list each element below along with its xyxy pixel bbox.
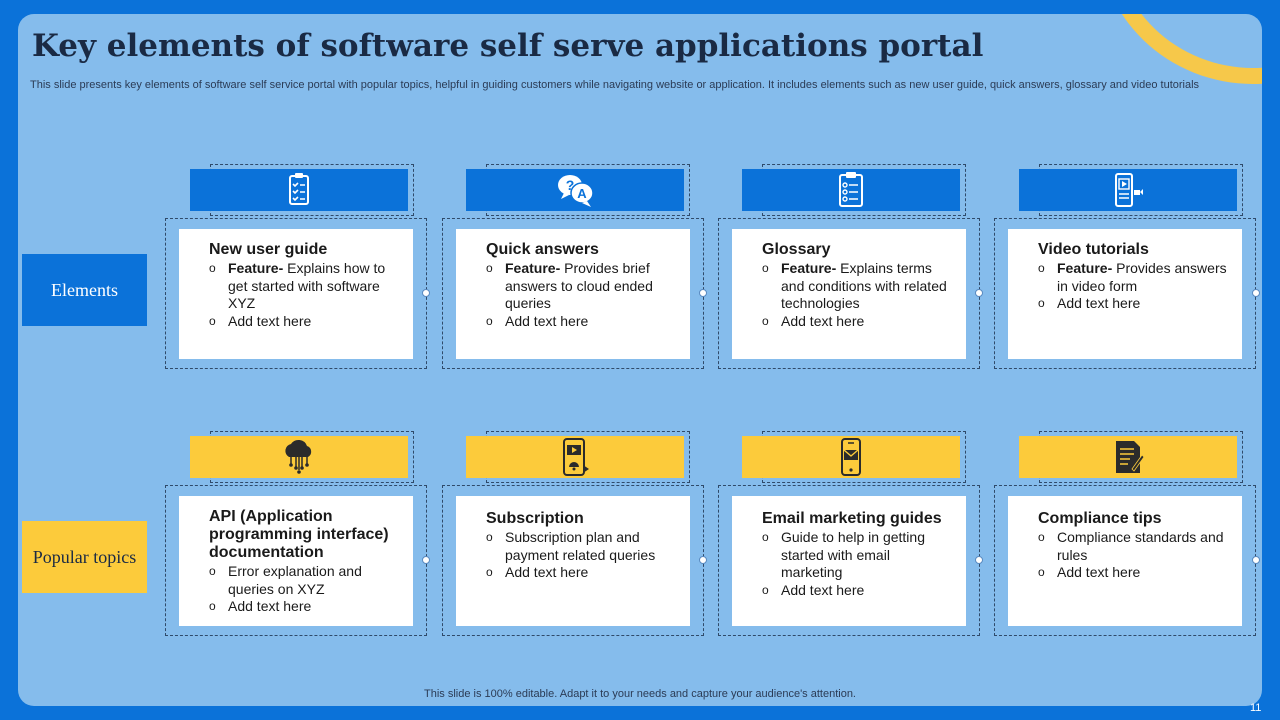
connector-dot	[1252, 556, 1260, 564]
list-item: Subscription plan and payment related qu…	[486, 529, 676, 564]
clipboard-icon	[839, 172, 863, 207]
list-item: Add text here	[762, 582, 952, 600]
card-email-marketing-guides: Email marketing guides Guide to help in …	[732, 496, 966, 626]
list-item: Add text here	[486, 313, 676, 331]
card-title: Email marketing guides	[762, 510, 942, 527]
list-item: Add text here	[209, 598, 399, 616]
list-item: Feature- Explains how to get started wit…	[209, 260, 399, 313]
card-compliance-tips: Compliance tips Compliance standards and…	[1008, 496, 1242, 626]
icon-bar	[742, 169, 960, 211]
connector-dot	[975, 289, 983, 297]
card-title: Glossary	[762, 241, 831, 258]
list-item: Feature- Provides answers in video form	[1038, 260, 1228, 295]
list-item: Feature- Explains terms and conditions w…	[762, 260, 952, 313]
card-new-user-guide: New user guide Feature- Explains how to …	[179, 229, 413, 359]
card-api-documentation: API (Application programming interface) …	[179, 496, 413, 626]
icon-bar	[190, 436, 408, 478]
connector-dot	[422, 556, 430, 564]
card-video-tutorials: Video tutorials Feature- Provides answer…	[1008, 229, 1242, 359]
icon-bar: ? A	[466, 169, 684, 211]
question-answer-icon: ? A	[558, 175, 594, 207]
svg-text:A: A	[577, 186, 587, 201]
footer-note: This slide is 100% editable. Adapt it to…	[424, 688, 856, 700]
icon-bar	[1019, 169, 1237, 211]
list-item: Add text here	[1038, 295, 1228, 313]
card-glossary: Glossary Feature- Explains terms and con…	[732, 229, 966, 359]
card-title: New user guide	[209, 241, 328, 258]
row-label-elements: Elements	[22, 254, 147, 326]
card-quick-answers: Quick answers Feature- Provides brief an…	[456, 229, 690, 359]
video-phone-icon	[1115, 173, 1143, 207]
list-item: Error explanation and queries on XYZ	[209, 563, 399, 598]
list-item: Compliance standards and rules	[1038, 529, 1228, 564]
card-title: Video tutorials	[1038, 241, 1149, 258]
decorative-ring	[1098, 14, 1262, 84]
mobile-email-icon	[841, 438, 861, 476]
list-item: Add text here	[486, 564, 676, 582]
page-title: Key elements of software self serve appl…	[32, 28, 984, 64]
document-sign-icon	[1116, 441, 1145, 473]
card-title: API (Application programming interface) …	[209, 508, 389, 561]
list-item: Guide to help in getting started with em…	[762, 529, 952, 582]
svg-text:?: ?	[566, 177, 575, 193]
icon-bar	[466, 436, 684, 478]
connector-dot	[1252, 289, 1260, 297]
card-title: Subscription	[486, 510, 584, 527]
card-title: Quick answers	[486, 241, 599, 258]
icon-bar	[1019, 436, 1237, 478]
list-item: Add text here	[209, 313, 399, 331]
list-item: Feature- Provides brief answers to cloud…	[486, 260, 676, 313]
connector-dot	[422, 289, 430, 297]
cloud-network-icon	[285, 439, 312, 474]
page-number: 11	[1250, 702, 1262, 714]
phone-notification-icon	[563, 438, 589, 476]
icon-bar	[190, 169, 408, 211]
connector-dot	[975, 556, 983, 564]
row-label-popular-topics: Popular topics	[22, 521, 147, 593]
list-item: Add text here	[1038, 564, 1228, 582]
icon-bar	[742, 436, 960, 478]
card-subscription: Subscription Subscription plan and payme…	[456, 496, 690, 626]
checklist-icon	[289, 173, 309, 205]
connector-dot	[699, 289, 707, 297]
list-item: Add text here	[762, 313, 952, 331]
page-subtitle: This slide presents key elements of soft…	[30, 79, 1200, 91]
slide: Key elements of software self serve appl…	[18, 14, 1262, 706]
connector-dot	[699, 556, 707, 564]
card-title: Compliance tips	[1038, 510, 1162, 527]
